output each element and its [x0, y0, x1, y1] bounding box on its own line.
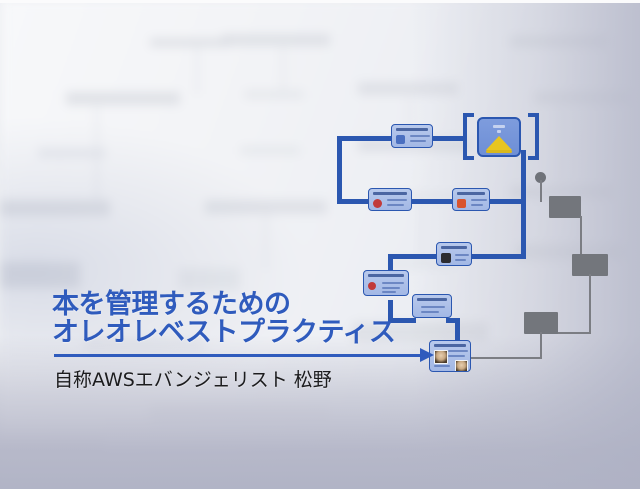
page-subtitle: 自称AWSエバンジェリスト 松野 [54, 369, 332, 391]
background-shape [244, 90, 304, 99]
hero-logo-base [486, 150, 512, 153]
node-text-line [387, 199, 407, 201]
blue-connector [487, 199, 526, 204]
diagram-node-top[interactable] [391, 124, 433, 148]
node-text-line [410, 135, 430, 137]
diagram-node-mid-right[interactable] [452, 188, 490, 211]
node-text-line [421, 306, 445, 308]
node-title-bar [368, 274, 404, 277]
blue-connector [455, 318, 460, 340]
background-shape [205, 200, 327, 214]
background-shape [38, 148, 106, 158]
avatar [434, 350, 448, 364]
blue-connector [521, 150, 526, 199]
node-text-line [448, 350, 468, 352]
background-shape [0, 262, 80, 288]
blue-connector [337, 136, 391, 141]
node-text-line [410, 140, 426, 142]
gray-connector [540, 180, 542, 202]
blue-connector [388, 254, 438, 259]
background-shape [240, 146, 300, 155]
blue-connector [410, 199, 456, 204]
background-connector [282, 46, 284, 94]
diagram-node-left-lower[interactable] [363, 270, 409, 296]
diagram-node-bottom-avatar[interactable] [429, 340, 471, 372]
background-connector [265, 214, 267, 270]
gray-connector [462, 357, 542, 359]
gray-box-top [549, 196, 581, 218]
title-underline-arrow [54, 354, 424, 357]
node-title-bar [434, 344, 466, 347]
node-title-bar [457, 192, 485, 195]
gray-connector [589, 274, 591, 334]
gray-box-bottom [524, 312, 558, 334]
background-shape [0, 200, 110, 216]
bracket-right-icon [528, 113, 539, 160]
hero-text-line [493, 125, 505, 128]
arrow-head-icon [420, 348, 434, 362]
background-shape [222, 34, 330, 46]
gray-connector [580, 216, 582, 262]
diagram-node-center-lower[interactable] [412, 294, 452, 318]
node-icon [396, 135, 405, 144]
background-shape [66, 92, 180, 105]
gray-box-middle [572, 254, 608, 276]
background-connector [408, 96, 410, 140]
node-text-line [471, 204, 483, 206]
blue-connector [388, 318, 416, 323]
gray-connector [540, 332, 542, 358]
node-text-line [455, 254, 469, 256]
node-title-bar [441, 246, 467, 249]
node-text-line [434, 365, 450, 367]
node-icon [373, 199, 382, 208]
node-text-line [387, 204, 404, 206]
gray-flow-terminal-dot [535, 172, 546, 183]
avatar [455, 360, 468, 371]
node-text-line [382, 282, 404, 284]
slide-bottom-edge [0, 489, 640, 495]
bracket-left-icon [463, 113, 474, 160]
blue-connector [337, 199, 375, 204]
node-title-bar [417, 298, 447, 301]
background-shape [178, 268, 240, 290]
hero-text-line [497, 130, 501, 133]
background-connector [96, 104, 98, 200]
node-text-line [471, 199, 487, 201]
gray-connector [530, 332, 590, 334]
blue-connector [388, 300, 393, 322]
page-title-line-2: オレオレベストプラクティス [52, 317, 396, 348]
node-title-bar [373, 192, 407, 195]
slide-top-edge [0, 0, 640, 3]
hero-logo-icon [486, 136, 512, 150]
node-text-line [448, 355, 465, 357]
blue-connector [521, 199, 526, 257]
diagram-node-mid-left[interactable] [368, 188, 412, 211]
node-title-bar [396, 128, 428, 131]
background-shape [150, 38, 230, 47]
blue-connector [432, 136, 464, 141]
node-text-line [382, 287, 400, 289]
node-text-line [455, 259, 466, 261]
page-title-line-1: 本を管理するための [52, 289, 291, 320]
background-connector [196, 44, 198, 94]
blue-connector [446, 318, 460, 323]
blue-connector [337, 136, 342, 202]
blue-connector [468, 254, 526, 259]
node-icon [368, 282, 376, 290]
node-icon [441, 253, 451, 263]
diagram-hero-card[interactable] [477, 117, 521, 157]
diagram-node-right-lower[interactable] [436, 242, 472, 266]
node-icon [457, 199, 466, 208]
node-text-line [421, 311, 439, 313]
node-text-line [382, 291, 396, 293]
